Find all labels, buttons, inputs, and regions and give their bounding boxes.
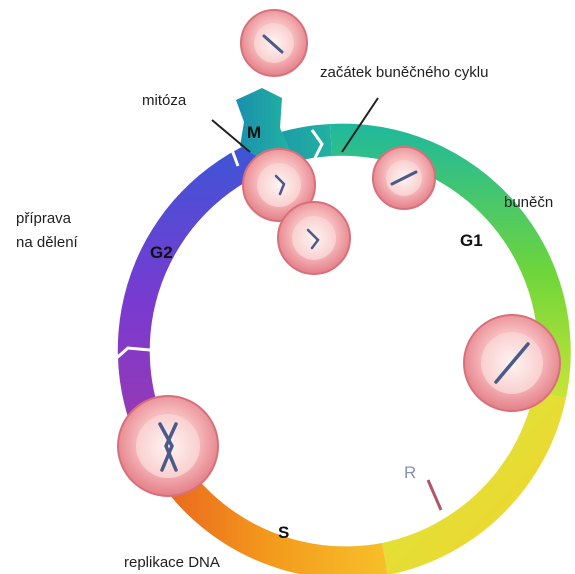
separator-s-r <box>378 514 394 540</box>
restriction-point-letter: R <box>404 463 416 482</box>
restriction-segment <box>382 392 566 574</box>
dna-replication-label: replikace DNA <box>124 552 220 573</box>
mitosis-label: mitóza <box>142 90 186 111</box>
phase-m-label: M <box>247 123 261 142</box>
g1-late-cell <box>464 315 560 411</box>
dividing-cell <box>243 149 350 274</box>
replicated-cell <box>118 396 218 496</box>
phase-g2-label: G2 <box>150 243 173 262</box>
cell-growth-label: buněčn <box>504 192 553 213</box>
preparation-label-line1: příprava <box>16 208 71 229</box>
top-cell <box>241 10 307 76</box>
phase-g1-label: G1 <box>460 231 483 250</box>
preparation-label-line2: na dělení <box>16 232 78 253</box>
phase-s-label: S <box>278 523 289 542</box>
restriction-point-marker <box>428 480 441 510</box>
g1-early-cell <box>373 147 435 209</box>
cycle-start-label: začátek buněčného cyklu <box>320 62 488 83</box>
